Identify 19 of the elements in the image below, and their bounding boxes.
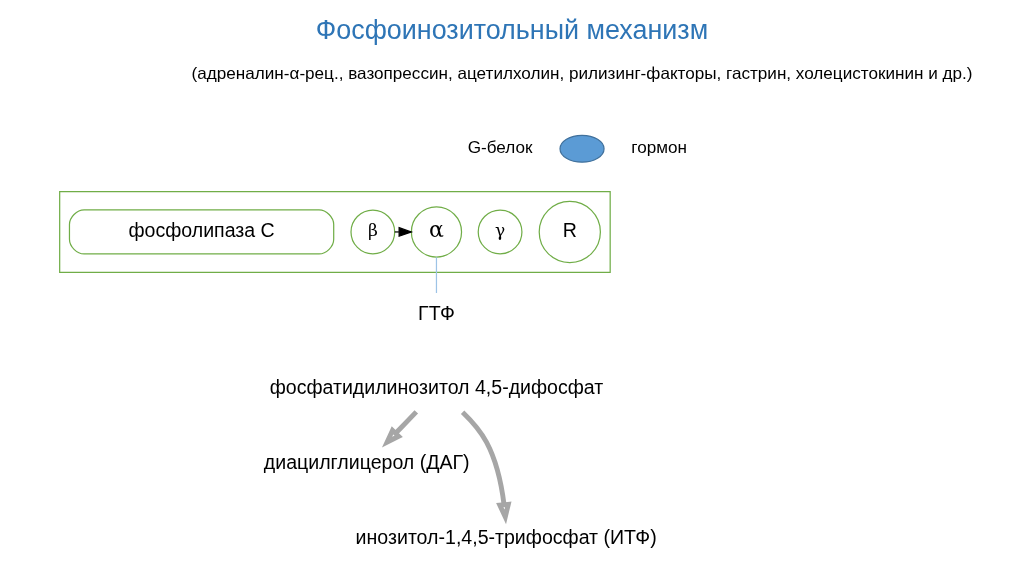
cluster: [59, 190, 611, 273]
node-box: фосфолипаза C: [68, 209, 335, 255]
node-circle: β: [350, 209, 396, 255]
arrow: [394, 226, 414, 238]
node-circle: R: [538, 200, 601, 264]
label: (адреналин-α-рец., вазопрессин, ацетилхолин, рилизинг-факторы, гастрин, холецистокинин и др.): [191, 63, 973, 83]
node-circle: α: [410, 206, 463, 258]
arrow: [460, 410, 512, 525]
node-text: фосфатидилинозитол 4,5-дифосфат: [269, 376, 604, 399]
node-text: ГТФ: [418, 301, 455, 324]
node-text: инозитол-1,4,5-трифосфат (ИТФ): [355, 525, 657, 548]
label: G-белок: [467, 138, 533, 158]
node-text: диацилглицерол (ДАГ): [263, 451, 470, 474]
connector: [435, 256, 438, 294]
arrow: [381, 410, 419, 448]
node-label: гормон: [631, 138, 687, 158]
node-circle: γ: [477, 209, 523, 255]
node-circle: [559, 134, 605, 163]
diagram-title: Фосфоинозитольный механизм: [315, 15, 709, 46]
